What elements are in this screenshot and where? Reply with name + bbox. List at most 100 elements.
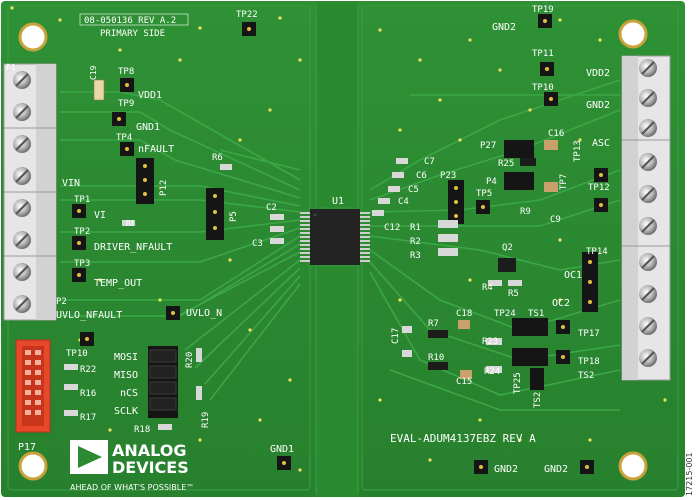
mounting-holes [18, 19, 648, 481]
label-gnd2-right: GND2 [586, 100, 610, 111]
label-ncs: nCS [120, 388, 138, 399]
label-tp5: TP5 [476, 189, 492, 199]
label-r24: R24 [484, 367, 500, 377]
label-r18: R18 [134, 425, 150, 435]
label-oc1: OC1 [564, 270, 582, 281]
label-r23: R23 [482, 337, 498, 347]
jumper-ts2 [512, 348, 548, 366]
label-c3: C3 [252, 239, 263, 249]
ribbon-header-p17 [15, 339, 51, 433]
label-tp24: TP24 [494, 309, 516, 319]
capacitor-c18 [458, 320, 470, 329]
label-tp10: TP10 [66, 349, 88, 359]
label-r7: R7 [428, 319, 439, 329]
label-c5: C5 [408, 185, 419, 195]
label-tp8: TP8 [118, 67, 134, 77]
label-asc: ASC [592, 138, 610, 149]
jumper-ts1 [512, 318, 548, 336]
label-ts1: TS1 [528, 309, 544, 319]
side-label: PRIMARY SIDE [100, 29, 165, 39]
screw-slots-right [641, 61, 655, 365]
label-p4: P4 [486, 177, 497, 187]
label-tp19: TP19 [532, 5, 554, 15]
label-tp22: TP22 [236, 10, 258, 20]
label-temp-out: TEMP_OUT [94, 278, 142, 289]
label-vdd2: VDD2 [586, 68, 610, 79]
label-r1: R1 [410, 223, 421, 233]
ic-label: U1 [332, 196, 344, 207]
mounting-hole-top-left [18, 22, 48, 52]
label-tp2: TP2 [74, 227, 90, 237]
ic-u1-package [310, 209, 360, 265]
ic-u1 [300, 207, 370, 267]
brand-name-line1: ANALOG [112, 441, 187, 460]
screw-slots-left [15, 73, 29, 311]
test-point-pins [77, 19, 603, 469]
label-r9: R9 [520, 207, 531, 217]
label-p5: P5 [229, 211, 239, 222]
label-q2: Q2 [502, 243, 513, 253]
label-tp14: TP14 [586, 247, 608, 257]
label-uvlo-nfault: UVLO_NFAULT [56, 310, 122, 321]
passive-components [64, 79, 558, 430]
label-c2: C2 [266, 203, 277, 213]
primary-traces [60, 91, 301, 401]
ribbon-header-pins [25, 350, 41, 415]
label-gnd2-top: GND2 [492, 22, 516, 33]
label-c17: C17 [391, 328, 401, 344]
label-p23: P23 [440, 171, 456, 181]
mounting-hole-bottom-left [18, 451, 48, 481]
ic-u1-pins [300, 212, 370, 262]
label-tp9: TP9 [118, 99, 134, 109]
label-tp25: TP25 [513, 372, 523, 394]
label-c15: C15 [456, 377, 472, 387]
spi-header-rows [149, 349, 177, 411]
label-r5: R5 [508, 289, 519, 299]
label-uvlo-n: UVLO_N [186, 308, 222, 319]
connector-p1-label: P1 [6, 63, 16, 72]
mounting-hole-bottom-right [618, 451, 648, 481]
label-c9: C9 [550, 215, 561, 225]
vias [10, 6, 667, 472]
label-tp13: TP13 [573, 140, 583, 162]
resistor-r7 [428, 330, 448, 338]
label-r19: R19 [201, 412, 211, 428]
label-r20: R20 [185, 352, 195, 368]
silkscreen-text: 08-050136 REV A.2 PRIMARY SIDE U1 EVAL-A… [6, 5, 610, 475]
label-nfault: nFAULT [138, 144, 174, 155]
terminal-block-left [3, 63, 57, 321]
connector-p17-label: P17 [18, 442, 36, 453]
ribbon-header-slot [22, 346, 44, 426]
label-gnd2-bottom-a: GND2 [494, 464, 518, 475]
capacitor-c15 [460, 370, 472, 379]
resistor-r25 [520, 158, 536, 166]
part-code-box [79, 13, 189, 26]
part-code: 08-050136 REV A.2 [84, 16, 176, 26]
label-r8: R8 [126, 219, 136, 228]
label-tp7: TP7 [559, 174, 569, 190]
label-tp11: TP11 [532, 49, 554, 59]
label-r6: R6 [212, 153, 223, 163]
label-tp3: TP3 [74, 259, 90, 269]
label-c4: C4 [398, 197, 409, 207]
terminal-block-right [621, 55, 671, 381]
label-c19: C19 [89, 65, 98, 80]
label-ts2b: TS2 [578, 371, 594, 381]
figure-code: 17215-001 [685, 452, 694, 496]
label-tp12: TP12 [588, 183, 610, 193]
label-r22: R22 [80, 365, 96, 375]
label-r2: R2 [410, 237, 421, 247]
connector-p2-label: P2 [56, 297, 67, 307]
capacitor-c19 [93, 79, 105, 101]
label-c16: C16 [548, 129, 564, 139]
label-c18: C18 [456, 309, 472, 319]
label-r16: R16 [80, 389, 96, 399]
label-vin: VIN [62, 178, 80, 189]
mounting-hole-top-right [618, 19, 648, 49]
label-r4: R4 [482, 283, 493, 293]
label-gnd2-bottom-b: GND2 [544, 464, 568, 475]
label-tp4: TP4 [116, 133, 132, 143]
jumper-p4 [504, 172, 534, 190]
